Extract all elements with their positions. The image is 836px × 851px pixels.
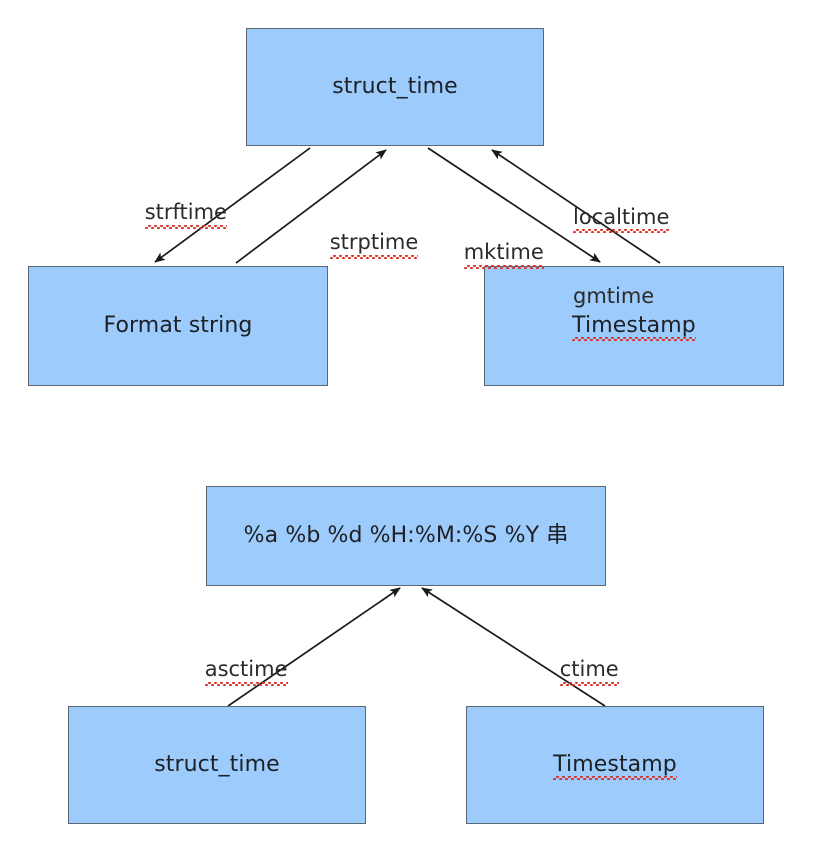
node-timestamp-top[interactable]: Timestamp <box>484 266 784 386</box>
node-label-format-pattern: %a %b %d %H:%M:%S %Y 串 <box>243 523 569 549</box>
edge-line-strftime <box>154 147 311 263</box>
edge-line-strptime <box>235 149 387 264</box>
edge-label-text-asctime: asctime <box>204 656 288 686</box>
edge-label-text-ctime: ctime <box>559 656 619 686</box>
edge-label-text-strptime: strptime <box>329 229 419 259</box>
edge-label-asctime: asctime <box>178 632 288 706</box>
node-label-timestamp-bottom: Timestamp <box>553 752 677 780</box>
edge-label-text-mktime: mktime <box>463 239 544 269</box>
edge-label-ctime: ctime <box>533 632 619 706</box>
edge-line-localtime-gmtime <box>491 149 661 264</box>
node-label-struct-time-bottom: struct_time <box>154 752 280 778</box>
node-struct-time-top[interactable]: struct_time <box>246 28 544 146</box>
edge-label-text-localtime: localtime <box>573 204 670 234</box>
edge-label-mktime: mktime <box>437 215 544 289</box>
edge-line-asctime <box>227 587 401 707</box>
edge-label-localtime-gmtime: localtime gmtime <box>573 155 670 358</box>
edge-label-strptime: strptime <box>303 205 418 279</box>
node-format-pattern[interactable]: %a %b %d %H:%M:%S %Y 串 <box>206 486 606 586</box>
node-format-string[interactable]: Format string <box>28 266 328 386</box>
edge-label-text-strftime: strftime <box>144 199 228 229</box>
node-label-format-string: Format string <box>103 313 253 339</box>
node-timestamp-bottom[interactable]: Timestamp <box>466 706 764 824</box>
node-label-timestamp-top: Timestamp <box>572 313 696 341</box>
node-label-struct-time-top: struct_time <box>332 74 458 100</box>
edge-label-strftime: strftime <box>118 175 228 249</box>
edge-label-text-gmtime: gmtime <box>573 283 655 308</box>
node-struct-time-bottom[interactable]: struct_time <box>68 706 366 824</box>
edge-line-ctime <box>421 587 606 707</box>
edge-line-mktime <box>427 147 601 263</box>
